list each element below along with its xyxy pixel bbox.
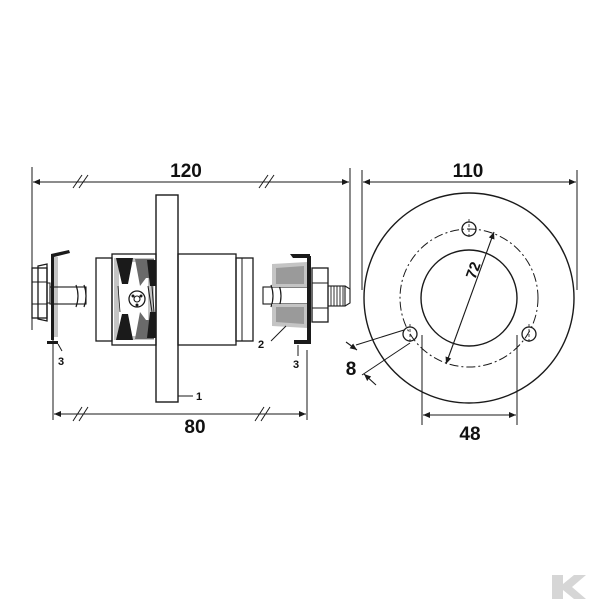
left-washer [47, 250, 70, 344]
part-3-callout-right: 3 [293, 345, 299, 371]
part-2-label: 2 [258, 339, 264, 351]
flange-outer-circle [363, 192, 575, 404]
part-1-callout: 1 [178, 391, 202, 403]
part-3-right-label: 3 [293, 359, 299, 371]
part-3-left-label: 3 [58, 356, 64, 368]
dimension-8-label: 8 [346, 359, 357, 380]
left-shaft [49, 284, 87, 308]
dimension-48: 48 [421, 335, 518, 445]
bolt-hole-right [521, 324, 537, 344]
dimension-110: 110 [361, 161, 578, 290]
dimension-8: 8 [345, 329, 411, 386]
left-bolt-head [31, 263, 51, 322]
hub-body [95, 194, 254, 403]
brand-logo-watermark [552, 575, 586, 599]
part-2-callout: 2 [258, 325, 287, 351]
front-view: 110 72 48 [345, 161, 578, 445]
side-view: 120 80 [31, 161, 351, 438]
dimension-72: 72 [445, 231, 495, 365]
dimension-110-label: 110 [453, 161, 484, 182]
break-mark-left-bottom [72, 406, 89, 422]
dimension-120-label: 120 [170, 161, 202, 182]
bolt-hole-left [402, 324, 418, 344]
part-3-callout-left: 3 [57, 343, 64, 368]
dimension-80: 80 [52, 340, 308, 438]
break-mark-right-top [258, 174, 275, 189]
break-mark-left-top [72, 174, 89, 189]
dimension-72-label: 72 [463, 260, 485, 281]
break-mark-right-bottom [254, 406, 271, 422]
dimension-48-label: 48 [459, 424, 480, 445]
right-washer [272, 254, 311, 344]
part-1-label: 1 [196, 391, 202, 403]
dimension-80-label: 80 [184, 417, 205, 438]
